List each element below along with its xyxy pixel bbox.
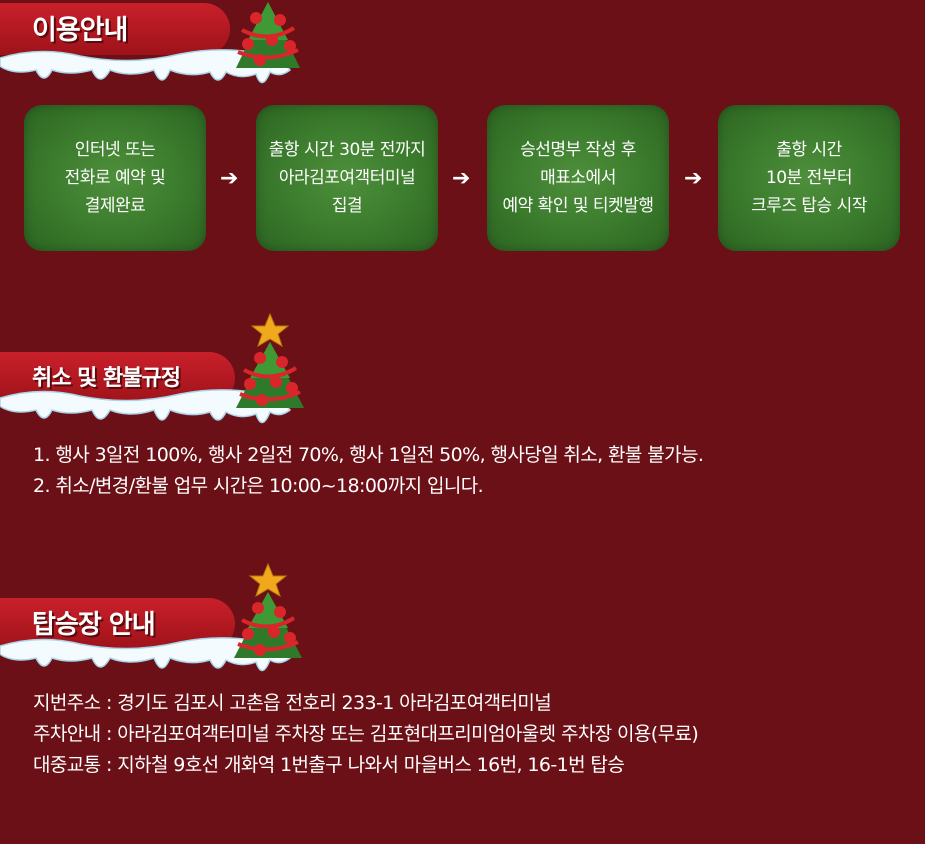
step-card: 출항 시간 10분 전부터 크루즈 탑승 시작 [718, 105, 900, 251]
section-title-refund: 취소 및 환불규정 [32, 366, 181, 391]
step-card: 출항 시간 30분 전까지 아라김포여객터미널 집결 [256, 105, 438, 251]
address-line: 지번주소 : 경기도 김포시 고촌읍 전호리 233-1 아라김포여객터미널 [33, 692, 552, 714]
step-text: 출항 시간 10분 전부터 크루즈 탑승 시작 [751, 140, 867, 216]
section-title-usage: 이용안내 [32, 15, 128, 46]
christmas-tree-icon [234, 562, 302, 658]
step-text: 인터넷 또는 전화로 예약 및 결제완료 [64, 140, 166, 216]
parking-line: 주차안내 : 아라김포여객터미널 주차장 또는 김포현대프리미엄아울렛 주차장 … [33, 723, 699, 745]
snow-drift [0, 49, 292, 84]
arrow-right-icon: ➔ [452, 166, 471, 191]
step-text: 승선명부 작성 후 매표소에서 예약 확인 및 티켓발행 [502, 140, 654, 216]
section-header-boarding: 탑승장 안내 [0, 562, 330, 672]
section-header-usage: 이용안내 [0, 0, 330, 110]
christmas-tree-icon [236, 312, 304, 408]
header-ribbon [0, 3, 230, 55]
step-text: 출항 시간 30분 전까지 아라김포여객터미널 집결 [268, 140, 426, 216]
refund-line: 2. 취소/변경/환불 업무 시간은 10:00~18:00까지 입니다. [33, 475, 484, 497]
arrow-right-icon: ➔ [684, 166, 703, 191]
snow-drift [0, 637, 292, 672]
christmas-tree-icon [236, 2, 300, 68]
refund-line: 1. 행사 3일전 100%, 행사 2일전 70%, 행사 1일전 50%, … [33, 444, 704, 466]
star-icon [248, 562, 288, 598]
step-card: 인터넷 또는 전화로 예약 및 결제완료 [24, 105, 206, 251]
boarding-info: 지번주소 : 경기도 김포시 고촌읍 전호리 233-1 아라김포여객터미널 주… [33, 688, 699, 781]
transit-line: 대중교통 : 지하철 9호선 개화역 1번출구 나와서 마을버스 16번, 16… [33, 754, 625, 776]
star-icon [250, 312, 290, 348]
arrow-right-icon: ➔ [220, 166, 239, 191]
section-header-refund: 취소 및 환불규정 [0, 312, 330, 424]
refund-policy: 1. 행사 3일전 100%, 행사 2일전 70%, 행사 1일전 50%, … [33, 440, 704, 502]
snow-drift [0, 389, 292, 424]
step-card: 승선명부 작성 후 매표소에서 예약 확인 및 티켓발행 [487, 105, 669, 251]
section-title-boarding: 탑승장 안내 [32, 610, 156, 640]
